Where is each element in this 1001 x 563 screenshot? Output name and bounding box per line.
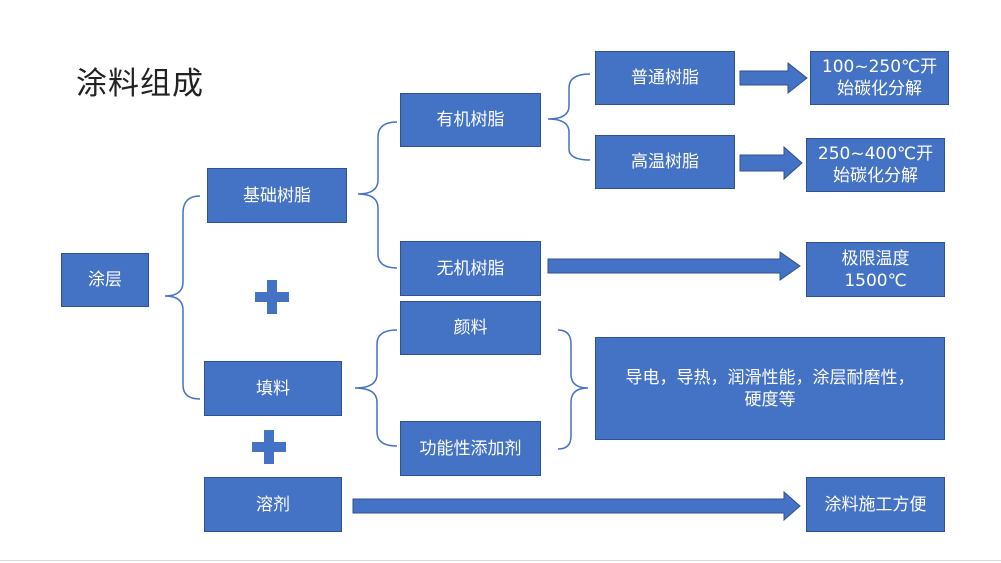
arrow-inorganic-resin	[547, 251, 801, 281]
node-inorganic-resin: 无机树脂	[400, 241, 541, 296]
node-coating: 涂层	[61, 253, 149, 307]
node-common-resin: 普通树脂	[595, 51, 735, 105]
page-title: 涂料组成	[76, 66, 204, 102]
bracket-base-resin	[357, 121, 398, 269]
result-solvent: 涂料施工方便	[806, 477, 945, 532]
result-high-temp-resin: 250~400℃开 始碳化分解	[806, 138, 945, 192]
node-organic-resin: 有机树脂	[400, 93, 541, 147]
bracket-organic-resin	[547, 73, 591, 161]
bottom-divider	[0, 560, 1001, 561]
bracket-filler	[354, 329, 398, 447]
arrow-solvent	[352, 490, 801, 522]
node-pigment: 颜料	[400, 301, 541, 355]
plus-icon	[252, 430, 286, 464]
node-high-temp-resin: 高温树脂	[595, 135, 735, 189]
plus-icon	[255, 280, 289, 314]
node-functional-additive: 功能性添加剂	[400, 421, 541, 476]
result-filler: 导电，导热，润滑性能，涂层耐磨性， 硬度等	[595, 337, 945, 440]
bracket-coating	[164, 195, 201, 400]
node-solvent: 溶剂	[204, 477, 342, 532]
result-inorganic-resin: 极限温度 1500℃	[806, 242, 945, 297]
bracket-filler-result	[557, 329, 589, 450]
node-filler: 填料	[204, 361, 342, 416]
result-common-resin: 100~250℃开 始碳化分解	[810, 51, 949, 105]
arrow-common-resin	[739, 61, 808, 95]
arrow-high-temp-resin	[739, 145, 803, 181]
node-base-resin: 基础树脂	[207, 168, 347, 223]
